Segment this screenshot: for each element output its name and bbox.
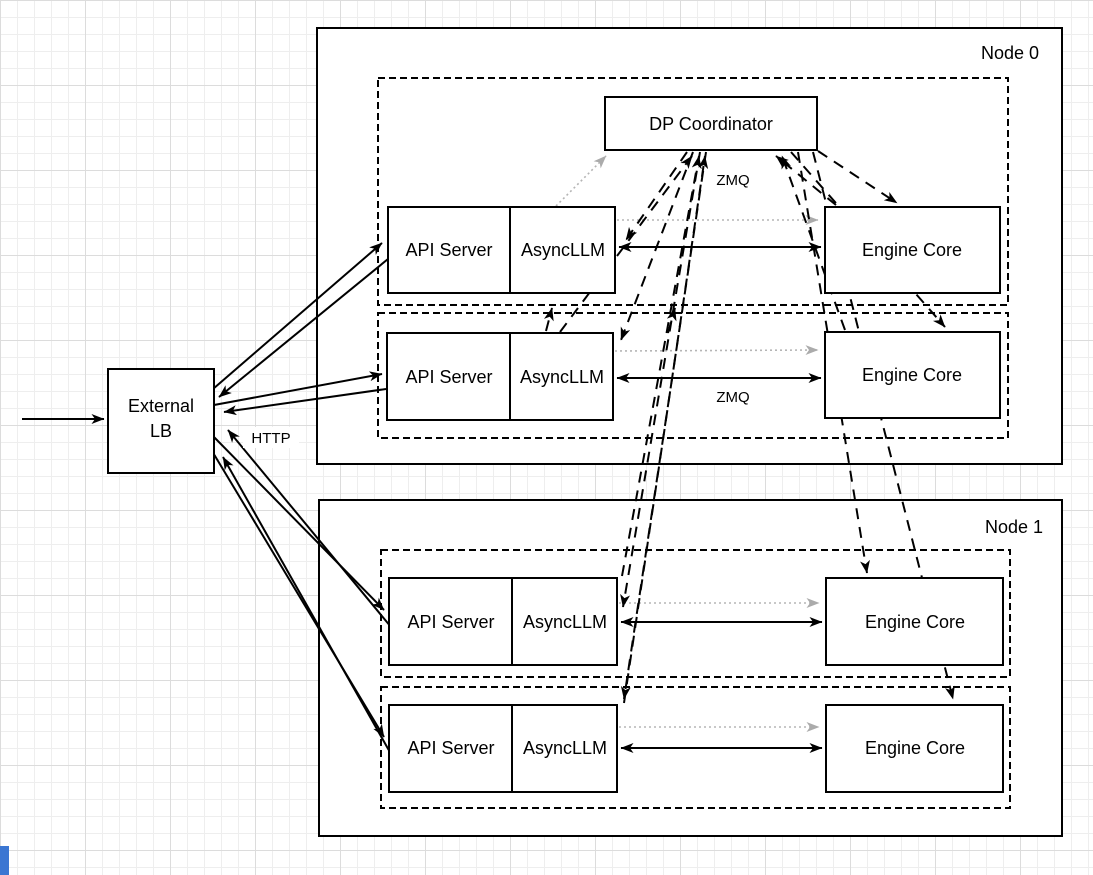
http-label: HTTP bbox=[251, 430, 290, 447]
group-node1-row2[interactable] bbox=[380, 686, 1011, 809]
arrow-api-n0r1-to-lb bbox=[218, 258, 389, 398]
zmq-row-label-bg bbox=[708, 386, 759, 407]
api-server-label-n0r2: API Server bbox=[405, 367, 492, 387]
group-node1-row1[interactable] bbox=[380, 549, 1011, 678]
engine-core-box-n1r1[interactable] bbox=[825, 577, 1004, 666]
node1-label: Node 1 bbox=[985, 517, 1043, 537]
zmq-coordinator-label-bg bbox=[708, 169, 759, 190]
page-marker bbox=[0, 846, 9, 875]
zmq-coordinator-label: ZMQ bbox=[716, 172, 749, 189]
api-asyncllm-box-n0r1[interactable] bbox=[387, 206, 616, 294]
api-asyncllm-box-n1r2[interactable] bbox=[388, 704, 618, 793]
engine-core-box-n0r2[interactable] bbox=[824, 331, 1001, 419]
dotted-asyncllm-to-engine-n0r2 bbox=[614, 345, 819, 356]
asyncllm-label-n1r1: AsyncLLM bbox=[523, 612, 607, 632]
arrow-lb-to-api-n0r1 bbox=[212, 242, 383, 390]
external-lb-box[interactable] bbox=[107, 368, 215, 474]
asyncllm-label-n1r2: AsyncLLM bbox=[523, 738, 607, 758]
arrow-lb-to-api-n0r2 bbox=[213, 371, 383, 406]
engine-core-label-n1r2: Engine Core bbox=[865, 738, 965, 758]
arrow-api-n1r2-to-lb bbox=[222, 456, 392, 755]
engine-core-label-n0r2: Engine Core bbox=[862, 365, 962, 385]
dashed-asyncllm-n1r1-to-coordinator bbox=[621, 155, 702, 577]
dashed-coordinator-to-engine-n0r1 bbox=[817, 150, 898, 204]
api-asyncllm-box-n1r1[interactable] bbox=[388, 577, 618, 666]
dashed-coordinator-to-asyncllm-n1r2 bbox=[620, 151, 707, 700]
arrow-api-n0r2-to-lb bbox=[223, 388, 387, 416]
zmq-row-label: ZMQ bbox=[716, 389, 749, 406]
external-lb-label-line2: LB bbox=[150, 421, 172, 441]
asyncllm-label-n0r2: AsyncLLM bbox=[520, 367, 604, 387]
dashed-engine-n0r2-to-coordinator bbox=[781, 155, 846, 331]
arrow-api-n1r1-to-lb bbox=[227, 429, 392, 628]
arrow-lb-to-api-n1r1 bbox=[211, 434, 385, 611]
engine-core-label-n0r1: Engine Core bbox=[862, 240, 962, 260]
dp-coordinator-box[interactable] bbox=[604, 96, 818, 151]
external-lb-label-line1: External bbox=[128, 396, 194, 416]
engine-core-box-n1r2[interactable] bbox=[825, 704, 1004, 793]
dotted-asyncllm-n0r1-to-coordinator bbox=[555, 155, 607, 207]
engine-core-label-n1r1: Engine Core bbox=[865, 612, 965, 632]
asyncllm-label-n0r1: AsyncLLM bbox=[521, 240, 605, 260]
api-server-label-n1r1: API Server bbox=[407, 612, 494, 632]
group-node0-row1[interactable] bbox=[377, 77, 1009, 306]
api-server-label-n1r2: API Server bbox=[407, 738, 494, 758]
api-asyncllm-box-n0r2[interactable] bbox=[386, 332, 614, 421]
dashed-coordinator-to-asyncllm-n0r2 bbox=[620, 151, 694, 341]
dp-coordinator-label: DP Coordinator bbox=[649, 114, 773, 134]
engine-core-box-n0r1[interactable] bbox=[824, 206, 1001, 294]
dashed-coordinator-to-asyncllm-n1r1 bbox=[620, 151, 701, 608]
dashed-asyncllm-n0r2-up-stub bbox=[544, 307, 554, 332]
api-server-label-n0r1: API Server bbox=[405, 240, 492, 260]
http-label-bg bbox=[243, 427, 299, 448]
node0-label: Node 0 bbox=[981, 43, 1039, 63]
